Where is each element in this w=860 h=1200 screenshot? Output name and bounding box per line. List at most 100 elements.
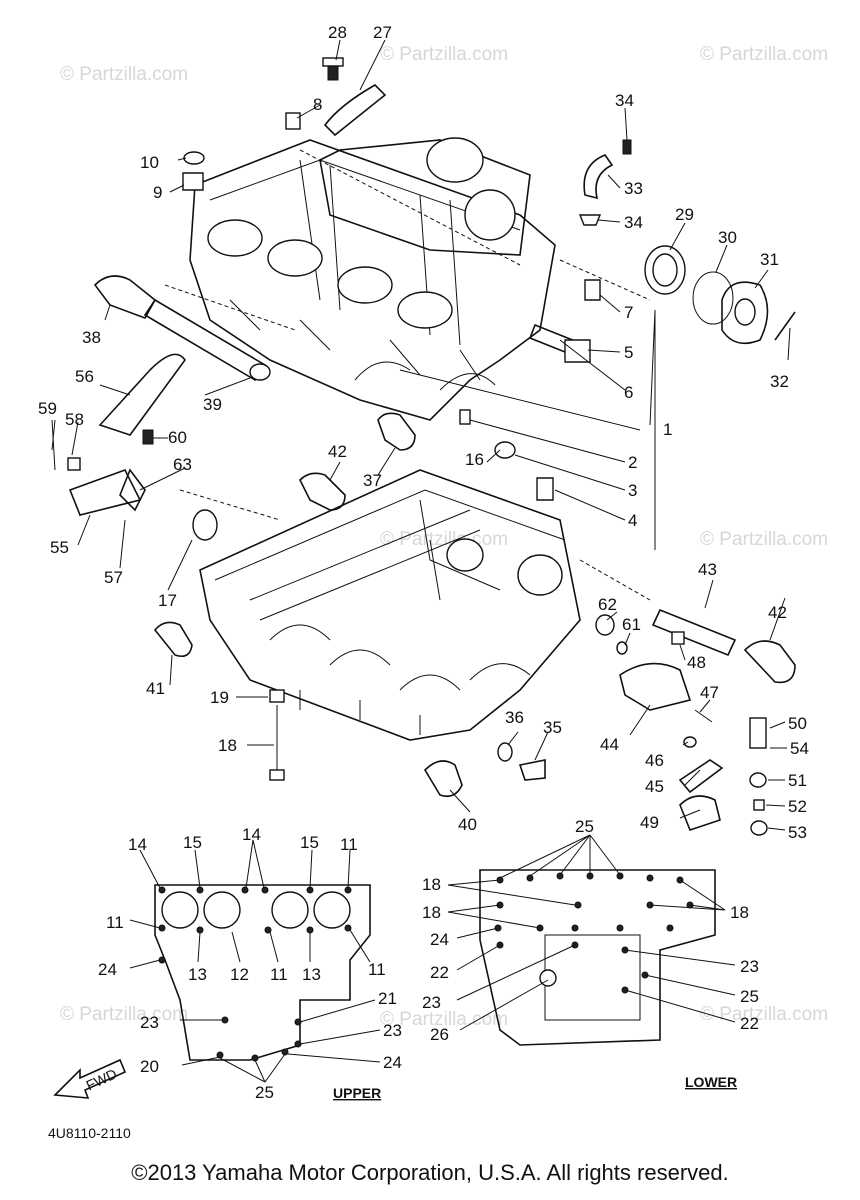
part-label: 5	[624, 343, 633, 362]
watermark: © Partzilla.com	[700, 1004, 828, 1025]
lower-section-label: LOWER	[685, 1074, 737, 1090]
part-label: 51	[788, 771, 807, 790]
right-lower-parts	[595, 608, 796, 836]
part-label: 25	[255, 1083, 274, 1102]
diagram-code: 4U8110-2110	[48, 1125, 131, 1141]
part-label: 50	[788, 714, 807, 733]
part-label: 18	[218, 736, 237, 755]
part-label: 60	[168, 428, 187, 447]
top-small-parts	[182, 57, 387, 191]
part-label: 27	[373, 23, 392, 42]
part-label: 48	[687, 653, 706, 672]
part-label: 2	[628, 453, 637, 472]
part-label: 13	[188, 965, 207, 984]
part-label: 26	[430, 1025, 449, 1044]
part-labels: 28 27 8 10 9 34 33 34 29 30 31 32 7 5 6 …	[38, 23, 809, 1102]
part-label: 24	[383, 1053, 402, 1072]
part-label: 34	[615, 91, 634, 110]
part-label: 23	[422, 993, 441, 1012]
part-label: 23	[140, 1013, 159, 1032]
part-label: 63	[173, 455, 192, 474]
part-label: 22	[740, 1014, 759, 1033]
part-label: 55	[50, 538, 69, 557]
part-label: 10	[140, 153, 159, 172]
part-label: 3	[628, 481, 637, 500]
part-label: 11	[270, 965, 288, 984]
watermark: © Partzilla.com	[60, 64, 188, 85]
lower-small-parts	[153, 509, 546, 798]
right-side-parts	[528, 139, 796, 363]
front-arrow-label: FWD	[84, 1065, 120, 1093]
part-label: 13	[302, 965, 321, 984]
part-label: 44	[600, 735, 619, 754]
upper-crankcase-drawing	[164, 137, 651, 421]
part-label: 14	[242, 825, 261, 844]
part-label: 8	[313, 95, 322, 114]
lower-crankcase-drawing	[179, 469, 651, 741]
part-label: 37	[363, 471, 382, 490]
part-label: 11	[106, 913, 124, 932]
leader-lines	[51, 39, 791, 1083]
part-label: 42	[768, 603, 787, 622]
part-label: 30	[718, 228, 737, 247]
part-label: 9	[153, 183, 162, 202]
part-label: 23	[740, 957, 759, 976]
part-label: 35	[543, 718, 562, 737]
part-label: 46	[645, 751, 664, 770]
part-label: 25	[740, 987, 759, 1006]
watermarks: © Partzilla.com © Partzilla.com © Partzi…	[60, 44, 828, 1030]
part-label: 45	[645, 777, 664, 796]
part-label: 32	[770, 372, 789, 391]
part-label: 62	[598, 595, 617, 614]
part-label: 34	[624, 213, 643, 232]
watermark: © Partzilla.com	[700, 44, 828, 65]
part-label: 19	[210, 688, 229, 707]
part-label: 31	[760, 250, 779, 269]
part-label: 41	[146, 679, 165, 698]
part-label: 43	[698, 560, 717, 579]
part-label: 17	[158, 591, 177, 610]
part-label: 20	[140, 1057, 159, 1076]
part-label: 11	[368, 960, 386, 979]
part-label: 47	[700, 683, 719, 702]
part-label: 59	[38, 399, 57, 418]
part-label: 49	[640, 813, 659, 832]
watermark: © Partzilla.com	[380, 44, 508, 65]
watermark: © Partzilla.com	[380, 1009, 508, 1030]
part-label: 1	[663, 420, 672, 439]
part-label: 58	[65, 410, 84, 429]
copyright-notice: ©2013 Yamaha Motor Corporation, U.S.A. A…	[131, 1160, 729, 1185]
part-label: 23	[383, 1021, 402, 1040]
lower-bolt-layout	[479, 869, 716, 1046]
part-label: 24	[430, 930, 449, 949]
part-label: 38	[82, 328, 101, 347]
part-label: 54	[790, 739, 809, 758]
part-label: 25	[575, 817, 594, 836]
part-label: 11	[340, 835, 358, 854]
part-label: 33	[624, 179, 643, 198]
part-label: 40	[458, 815, 477, 834]
front-arrow: FWD	[53, 1058, 127, 1099]
part-label: 57	[104, 568, 123, 587]
part-label: 56	[75, 367, 94, 386]
part-label: 12	[230, 965, 249, 984]
part-label: 22	[430, 963, 449, 982]
part-label: 29	[675, 205, 694, 224]
part-label: 61	[622, 615, 641, 634]
part-label: 6	[624, 383, 633, 402]
part-label: 53	[788, 823, 807, 842]
part-label: 15	[300, 833, 319, 852]
part-label: 14	[128, 835, 147, 854]
part-label: 18	[730, 903, 749, 922]
part-label: 7	[624, 303, 633, 322]
part-label: 18	[422, 903, 441, 922]
part-label: 42	[328, 442, 347, 461]
part-label: 52	[788, 797, 807, 816]
upper-bolt-layout	[154, 884, 371, 1062]
part-label: 21	[378, 989, 397, 1008]
upper-section-label: UPPER	[333, 1085, 381, 1101]
part-label: 4	[628, 511, 637, 530]
left-side-parts	[51, 275, 271, 516]
part-label: 24	[98, 960, 117, 979]
